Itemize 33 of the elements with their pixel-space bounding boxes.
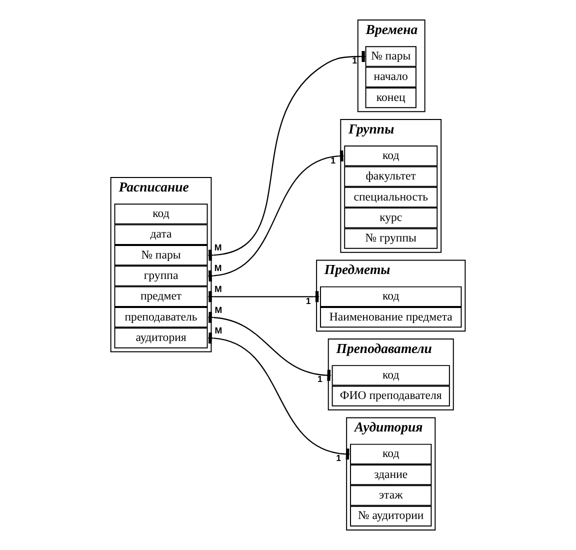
- label: M: [214, 242, 222, 252]
- node-box: аудитория: [114, 328, 208, 348]
- label: 1: [336, 452, 342, 463]
- node-box: № пары: [114, 244, 208, 266]
- node-box: этаж: [350, 485, 432, 506]
- node-box: факультет: [344, 166, 438, 187]
- label: M: [214, 304, 222, 315]
- node-box: конец: [365, 87, 416, 108]
- node-box: код: [114, 204, 208, 224]
- node-box: предмет: [114, 286, 208, 307]
- node-box: группа: [114, 266, 208, 286]
- node-box: Наименование предмета: [320, 307, 462, 328]
- label: 1: [330, 155, 336, 166]
- node-box: здание: [350, 464, 432, 486]
- label: 1: [352, 56, 358, 66]
- node-box: дата: [114, 224, 208, 245]
- node-box: код: [344, 146, 438, 166]
- label: 1: [317, 374, 322, 384]
- node-box: начало: [365, 66, 416, 88]
- node-box: специальность: [344, 186, 438, 208]
- node-box: № аудитории: [350, 506, 432, 526]
- node-box: курс: [344, 208, 438, 228]
- label: 1: [306, 296, 311, 306]
- node-box: № группы: [344, 228, 438, 249]
- node-box: № пары: [365, 46, 416, 67]
- node-box: ФИО преподавателя: [332, 386, 450, 406]
- label: M: [214, 262, 222, 273]
- node-box: преподаватель: [114, 307, 208, 328]
- label: M: [214, 326, 222, 336]
- node-box: код: [332, 365, 450, 386]
- node-box: код: [320, 286, 462, 307]
- label: M: [214, 284, 222, 294]
- node-box: код: [350, 444, 432, 464]
